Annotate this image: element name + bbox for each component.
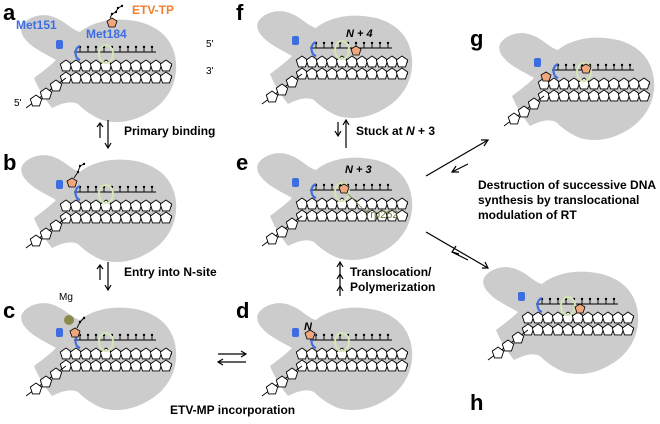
arrow-c-d: [216, 350, 248, 366]
panel-label-b: b: [3, 150, 16, 175]
arrow-f-e: [334, 118, 350, 148]
step-translocation: Translocation/: [350, 265, 432, 279]
panel-label-f: f: [236, 0, 244, 25]
label-3prime: 3': [206, 66, 214, 77]
complex-d: [257, 303, 412, 410]
complex-c: [21, 303, 176, 410]
destruction-line-1: Destruction of successive DNA: [478, 178, 656, 192]
complex-g: [499, 33, 654, 140]
arrow-d-e: [336, 260, 344, 296]
label-n: N: [304, 321, 313, 333]
panel-label-e: e: [236, 150, 248, 175]
label-met151: Met151: [16, 18, 57, 32]
label-met184: Met184: [86, 27, 127, 41]
step-etv-mp-incorporation: ETV-MP incorporation: [170, 403, 295, 417]
complex-h: [483, 267, 638, 374]
panel-label-d: d: [236, 298, 249, 323]
label-trp262: Trp262: [364, 209, 398, 221]
trp262-leader: [347, 193, 363, 209]
label-5prime-top: 5': [206, 39, 214, 50]
step-stuck-at: Stuck at N + 3: [356, 124, 435, 138]
arrow-e-h: [425, 231, 489, 269]
complex-e: [257, 153, 412, 260]
step-primary-binding: Primary binding: [124, 124, 215, 138]
destruction-line-2: synthesis by translocational: [478, 193, 639, 207]
label-n-plus-3: N + 3: [345, 164, 372, 176]
complex-b: [21, 155, 176, 262]
complex-f: [257, 11, 412, 118]
step-polymerization: Polymerization: [350, 280, 435, 294]
label-mg: Mg: [59, 292, 73, 303]
arrow-b-c: [96, 262, 112, 292]
arrow-e-g: [425, 139, 490, 177]
step-entry-n-site: Entry into N-site: [124, 265, 217, 279]
arrow-a-b: [96, 120, 112, 150]
panel-label-c: c: [3, 298, 15, 323]
panel-label-a: a: [3, 0, 16, 25]
panel-label-h: h: [470, 390, 483, 415]
label-n-plus-4: N + 4: [346, 28, 373, 40]
destruction-line-3: modulation of RT: [478, 208, 577, 222]
panel-label-g: g: [470, 26, 483, 51]
etv-tp-ligand: [106, 4, 124, 28]
label-etv-tp: ETV-TP: [132, 3, 174, 17]
label-5prime-bottom: 5': [14, 98, 22, 109]
